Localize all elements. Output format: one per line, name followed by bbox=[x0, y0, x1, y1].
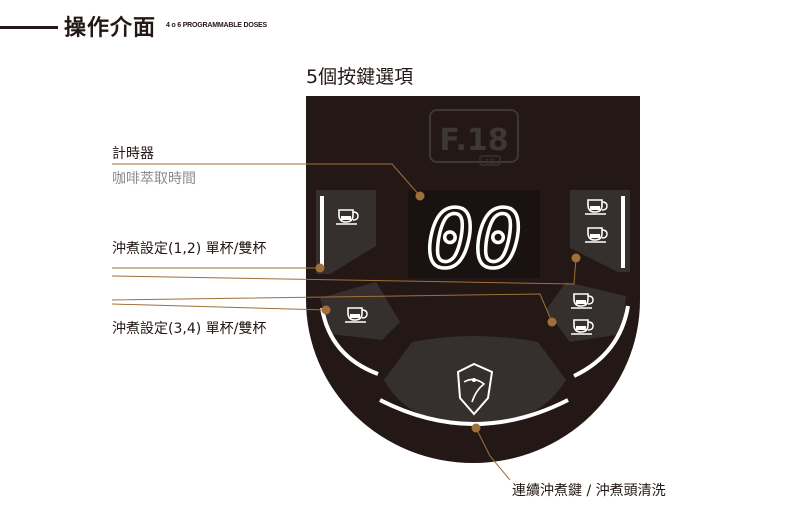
brew-button-1[interactable] bbox=[316, 190, 376, 274]
label-continuous: 連續沖煮鍵 / 沖煮頭清洗 bbox=[512, 483, 666, 499]
label-brew-34: 沖煮設定(3,4) 單杯/雙杯 bbox=[112, 321, 267, 337]
leader-dot bbox=[471, 423, 481, 433]
section-title: 操作介面 bbox=[64, 16, 157, 41]
timer-display bbox=[408, 190, 540, 278]
brand-badge-text: SB bbox=[485, 158, 494, 166]
brew-button-2[interactable] bbox=[570, 190, 630, 272]
leader-dot bbox=[571, 253, 581, 263]
label-timer-sub: 咖啡萃取時間 bbox=[112, 171, 196, 187]
section-subtitle: 4 o 6 PROGRAMMABLE DOSES bbox=[166, 22, 267, 29]
leader-dot bbox=[315, 263, 325, 273]
leader-lines bbox=[111, 163, 577, 481]
label-timer: 計時器 bbox=[112, 146, 154, 162]
brand-plate-text: F.18 bbox=[439, 123, 508, 158]
phoenix-logo-icon bbox=[456, 362, 494, 416]
header-rule bbox=[0, 26, 58, 29]
timer-digits: 00 bbox=[426, 193, 522, 286]
leader-dot bbox=[547, 317, 557, 327]
leader-dot bbox=[415, 191, 425, 201]
brew-button-4[interactable] bbox=[546, 282, 630, 378]
panel-title: 5個按鍵選項 bbox=[306, 66, 414, 88]
brand-plate: F.18 SB bbox=[429, 109, 519, 166]
label-brew-12: 沖煮設定(1,2) 單杯/雙杯 bbox=[112, 241, 267, 257]
continuous-brew-button[interactable] bbox=[379, 336, 569, 426]
leader-dot bbox=[321, 305, 331, 315]
